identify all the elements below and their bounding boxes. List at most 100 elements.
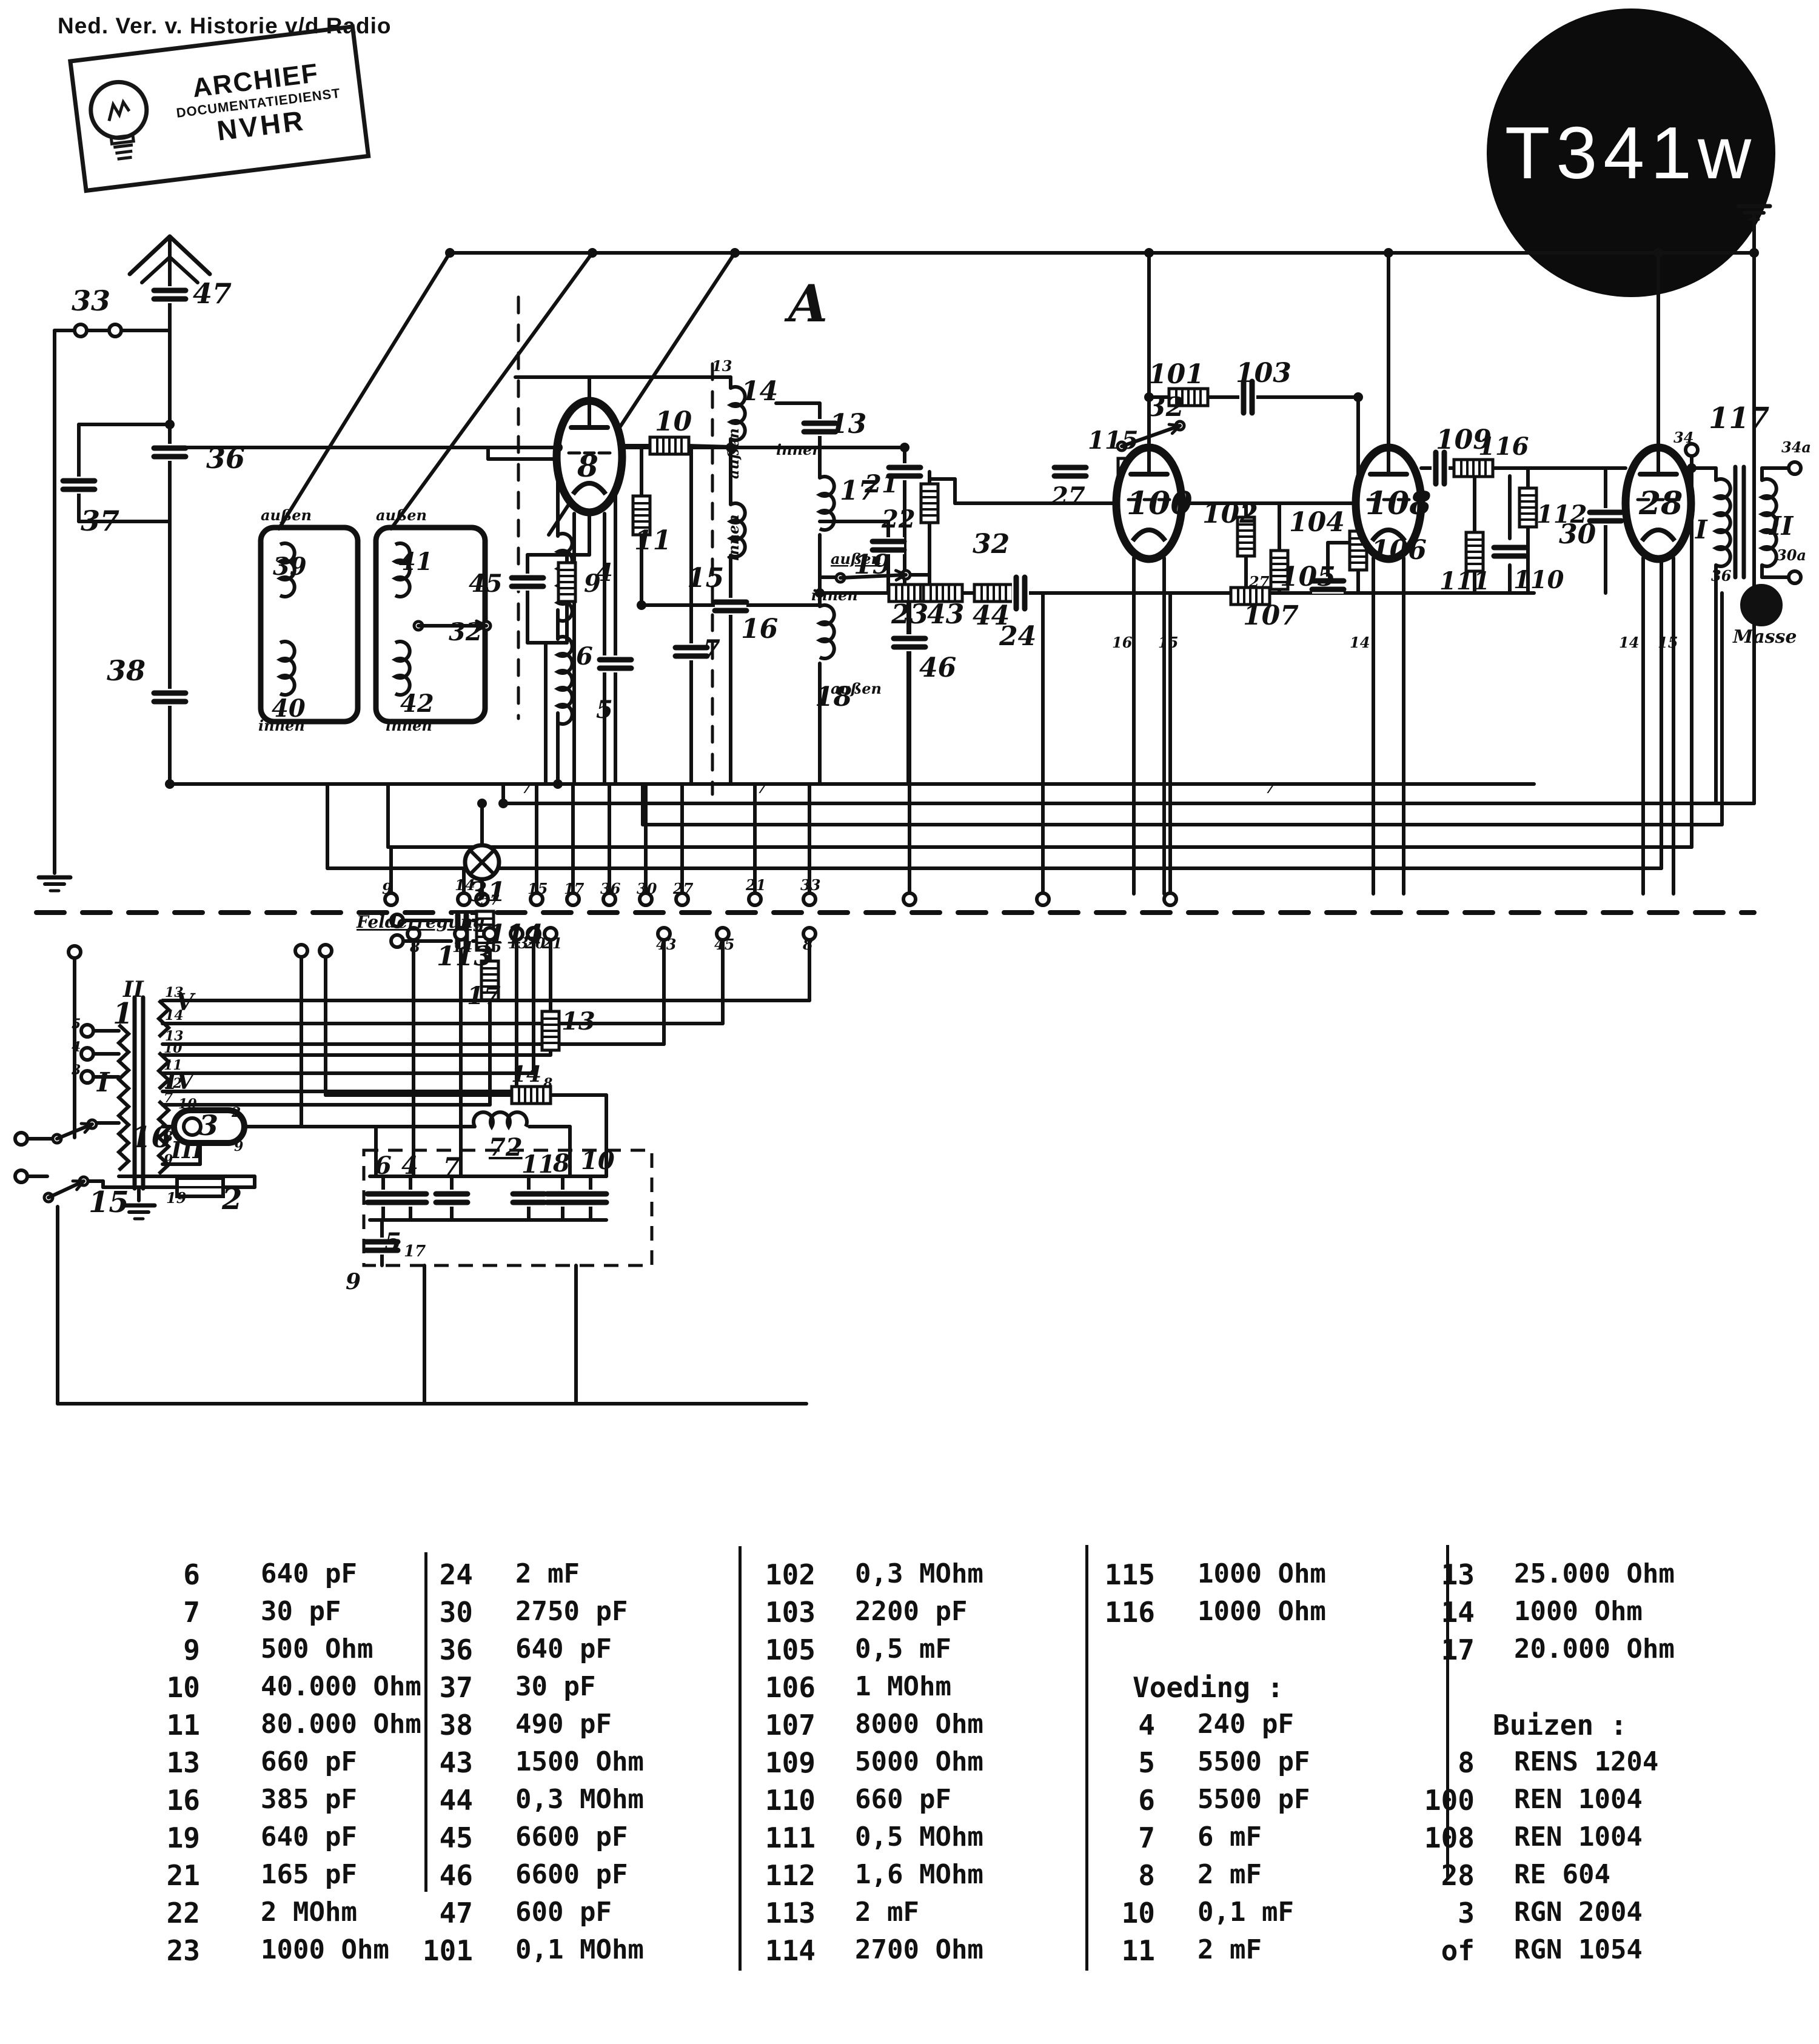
schematic-label: A <box>784 273 828 333</box>
part-value: 6600 pF <box>515 1859 628 1890</box>
part-number: 105 <box>765 1634 816 1666</box>
part-value: 40.000 Ohm <box>261 1671 421 1702</box>
schematic-label: 100 <box>1127 485 1193 522</box>
part-value: 660 pF <box>261 1746 357 1777</box>
schematic-label: 113 <box>437 941 492 972</box>
schematic-label: 15 <box>89 1185 129 1219</box>
schematic-label: 42 <box>400 689 434 718</box>
schematic-label: 14 <box>511 1062 541 1087</box>
schematic-label: innen <box>776 441 823 458</box>
schematic-label: 13 <box>165 985 184 1000</box>
schematic-label: 30a <box>1777 546 1806 564</box>
model-badge: T341w <box>1487 8 1775 297</box>
parts-column-separator <box>424 1552 427 1892</box>
schematic-label: 38 <box>107 654 146 687</box>
schematic-label: 8 <box>552 1149 570 1178</box>
part-number: 106 <box>765 1671 816 1704</box>
schematic-label: 12 <box>164 1076 183 1091</box>
part-value: RGN 2004 <box>1514 1897 1643 1928</box>
schematic-label: 19 <box>166 1189 187 1207</box>
schematic-label: V <box>176 988 196 1016</box>
part-number: 16 <box>166 1784 200 1817</box>
part-number: 13 <box>1441 1558 1475 1591</box>
part-value: 660 pF <box>855 1784 951 1815</box>
schematic-label: 11 <box>634 525 671 556</box>
parts-column-separator <box>1446 1545 1449 1880</box>
part-number: 23 <box>166 1934 200 1967</box>
part-number: 13 <box>166 1746 200 1779</box>
schematic-label: innen <box>725 514 742 561</box>
schematic-label: 111 <box>1439 567 1490 595</box>
schematic-label: 10 <box>178 1096 197 1112</box>
part-number: 109 <box>765 1746 816 1779</box>
schematic-label: II <box>1769 511 1794 541</box>
part-value: 1000 Ohm <box>261 1934 389 1965</box>
part-value: 1000 Ohm <box>1514 1596 1643 1627</box>
part-value: 0,1 mF <box>1198 1897 1294 1928</box>
schematic-label: 14 <box>165 1008 184 1024</box>
schematic-label: 36 <box>600 880 621 897</box>
schematic-label: 33 <box>800 876 820 894</box>
part-value: 2700 Ohm <box>855 1934 983 1965</box>
schematic-label: 10 <box>655 406 692 437</box>
schematic-label: 3 <box>199 1109 218 1142</box>
part-number: 103 <box>765 1596 816 1629</box>
schematic-label: 27 <box>1248 573 1270 591</box>
schematic-label: 8 <box>543 1076 552 1091</box>
schematic-label: 110 <box>1513 566 1564 594</box>
part-value: 240 pF <box>1198 1709 1294 1740</box>
part-value: 5000 Ohm <box>855 1746 983 1777</box>
schematic-label: 17 <box>840 475 877 506</box>
schematic-label: 15 <box>1158 634 1178 651</box>
schematic-label: 43 <box>656 936 676 953</box>
schematic-label: 13 <box>829 409 866 440</box>
schematic-label: 115 <box>1088 426 1139 455</box>
schematic-label: 21 <box>541 934 562 952</box>
part-value: REN 1004 <box>1514 1784 1643 1815</box>
parts-column-separator <box>739 1546 742 1971</box>
part-value: 1 MOhm <box>855 1671 951 1702</box>
part-number: 11 <box>1121 1934 1155 1967</box>
schematic-label: 22 <box>881 505 916 534</box>
schematic-label: 44 <box>973 600 1010 631</box>
schematic-label: 8 <box>409 938 420 956</box>
part-number: 3 <box>1458 1897 1475 1929</box>
schematic-label: 7 <box>703 635 720 663</box>
part-number: 7 <box>1138 1821 1155 1854</box>
schematic-label: 13 <box>508 934 528 952</box>
part-number: 100 <box>1424 1784 1475 1817</box>
schematic-label: 4 <box>401 1151 418 1180</box>
part-value: 640 pF <box>261 1558 357 1589</box>
part-value: 2 MOhm <box>261 1897 357 1928</box>
schematic-label: außen <box>725 428 742 479</box>
schematic-label: 10 <box>164 1040 183 1056</box>
part-number: 45 <box>439 1821 473 1854</box>
schematic-label: 31 <box>469 877 506 908</box>
schematic-label: 46 <box>919 652 956 683</box>
schematic-label: 16 <box>741 614 778 645</box>
part-number: 38 <box>439 1709 473 1741</box>
part-value: RGN 1054 <box>1514 1934 1643 1965</box>
schematic-label: 17 <box>404 1242 426 1261</box>
schematic-label: 103 <box>1236 358 1291 389</box>
schematic-label: 17 <box>564 880 585 897</box>
schematic-label: 101 <box>1148 359 1204 390</box>
schematic-label: 8 <box>802 936 813 953</box>
part-number: 30 <box>439 1596 473 1629</box>
part-number: 7 <box>183 1596 200 1629</box>
part-value: 5500 pF <box>1198 1784 1310 1815</box>
schematic-label: 34a <box>1781 438 1811 456</box>
parts-section-header: Voeding : <box>1133 1671 1284 1704</box>
part-value: 165 pF <box>261 1859 357 1890</box>
schematic-label: 15 <box>481 938 501 956</box>
schematic-label: 7 <box>443 1153 460 1181</box>
schematic-label: 24 <box>999 621 1036 652</box>
lightbulb-icon <box>89 79 149 161</box>
schematic-label: 3 <box>72 1062 81 1078</box>
schematic-label: 16 <box>131 1121 172 1154</box>
part-value: 640 pF <box>515 1634 612 1664</box>
schematic-label: 20 <box>524 934 546 952</box>
schematic-label: 9 <box>346 1269 361 1295</box>
part-value: RENS 1204 <box>1514 1746 1659 1777</box>
